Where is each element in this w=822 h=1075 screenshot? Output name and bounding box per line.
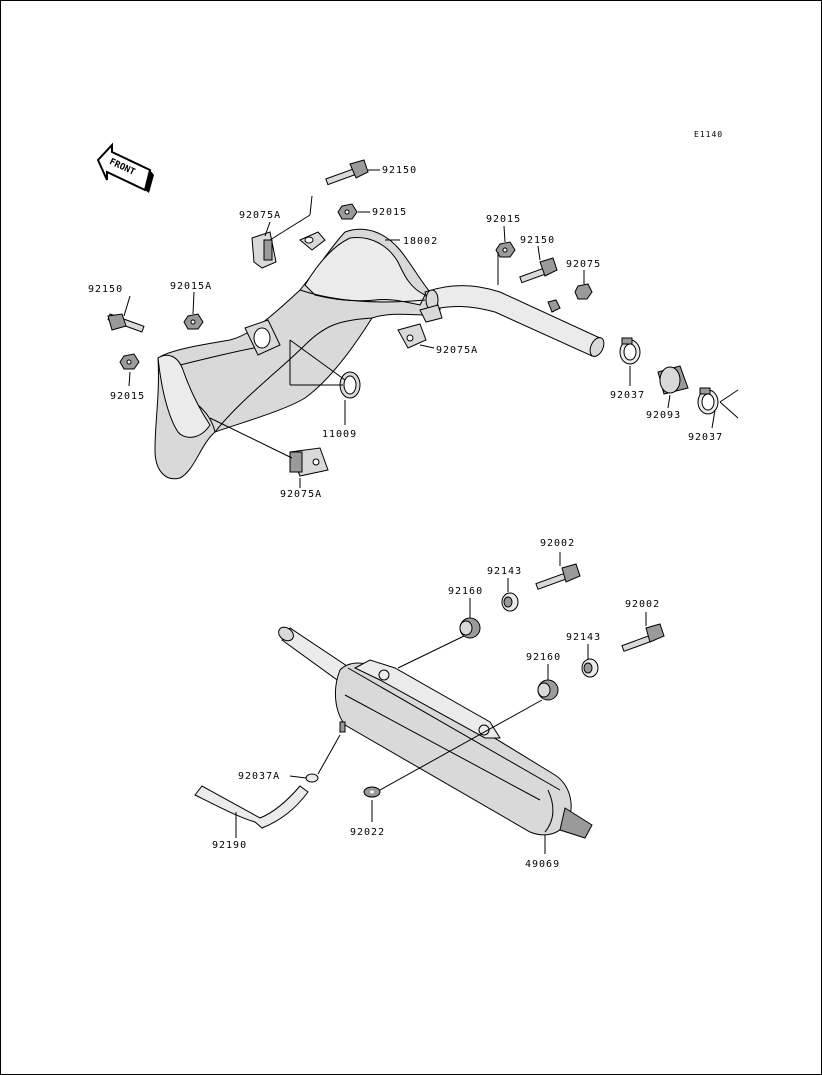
label-bolt-right: 92150 xyxy=(520,235,555,246)
exhaust-flange xyxy=(244,319,281,356)
small-nut-icon xyxy=(547,299,561,313)
bracket-92075a-bottom-icon xyxy=(289,447,329,477)
hose-92190-icon xyxy=(194,785,309,829)
clamp-92037-1-icon xyxy=(619,337,641,365)
gasket-11009 xyxy=(339,371,361,399)
chamber-bracket-right xyxy=(419,304,443,323)
clamp-92037a-icon xyxy=(305,773,319,783)
collar-92143-1-icon xyxy=(501,592,519,612)
leader-lines-upper xyxy=(123,169,739,488)
bolt-92002-1-icon xyxy=(535,563,581,590)
label-nut-top: 92015 xyxy=(372,207,407,218)
clamp-92037-2-icon xyxy=(697,387,719,415)
expansion-chamber xyxy=(154,228,441,480)
label-collar-1: 92143 xyxy=(487,566,522,577)
label-nut-left: 92015 xyxy=(110,391,145,402)
label-bolt-left: 92150 xyxy=(88,284,123,295)
label-nut-left-a: 92015A xyxy=(170,281,212,292)
label-bracket-bottom: 92075A xyxy=(280,489,322,500)
nut-92015-top-icon xyxy=(337,203,358,220)
label-bolt-top: 92150 xyxy=(382,165,417,176)
nut-92075-right-icon xyxy=(574,283,593,300)
label-hose: 92190 xyxy=(212,840,247,851)
label-grommet-1: 92160 xyxy=(448,586,483,597)
bolt-92150-top-icon xyxy=(325,159,369,186)
grommet-92160-1-icon xyxy=(459,617,481,639)
label-joint: 92093 xyxy=(646,410,681,421)
label-bolt-2: 92002 xyxy=(625,599,660,610)
bracket-92075a-mid-icon xyxy=(397,323,427,349)
label-bracket-mid: 92075A xyxy=(436,345,478,356)
label-clamp-hose: 92037A xyxy=(238,771,280,782)
front-arrow-icon: FRONT xyxy=(96,142,154,193)
bolt-92002-2-icon xyxy=(621,623,665,652)
chamber-bracket-top xyxy=(299,231,326,251)
label-clamp-2: 92037 xyxy=(688,432,723,443)
nut-92015a-left-icon xyxy=(183,313,204,330)
label-clamp-1: 92037 xyxy=(610,390,645,401)
joint-92093-icon xyxy=(657,365,689,395)
bracket-92075a-top-icon xyxy=(251,231,277,269)
nut-92015-left-icon xyxy=(119,353,140,370)
label-collar-2: 92143 xyxy=(566,632,601,643)
reference-code: E1140 xyxy=(694,130,723,139)
leader-lines-lower xyxy=(235,552,647,854)
nut-92015-right-icon xyxy=(495,241,516,258)
bolt-92150-left-icon xyxy=(107,313,145,333)
label-gasket: 11009 xyxy=(322,429,357,440)
bolt-92150-right-icon xyxy=(519,257,558,284)
label-chamber: 18002 xyxy=(403,236,438,247)
label-nut-far-right: 92075 xyxy=(566,259,601,270)
label-bracket-left-top: 92075A xyxy=(239,210,281,221)
label-silencer: 49069 xyxy=(525,859,560,870)
label-grommet-2: 92160 xyxy=(526,652,561,663)
collar-92143-2-icon xyxy=(581,658,599,678)
grommet-92160-2-icon xyxy=(537,679,559,701)
label-nut-right: 92015 xyxy=(486,214,521,225)
label-washer: 92022 xyxy=(350,827,385,838)
washer-92022-icon xyxy=(363,786,381,798)
label-bolt-1: 92002 xyxy=(540,538,575,549)
